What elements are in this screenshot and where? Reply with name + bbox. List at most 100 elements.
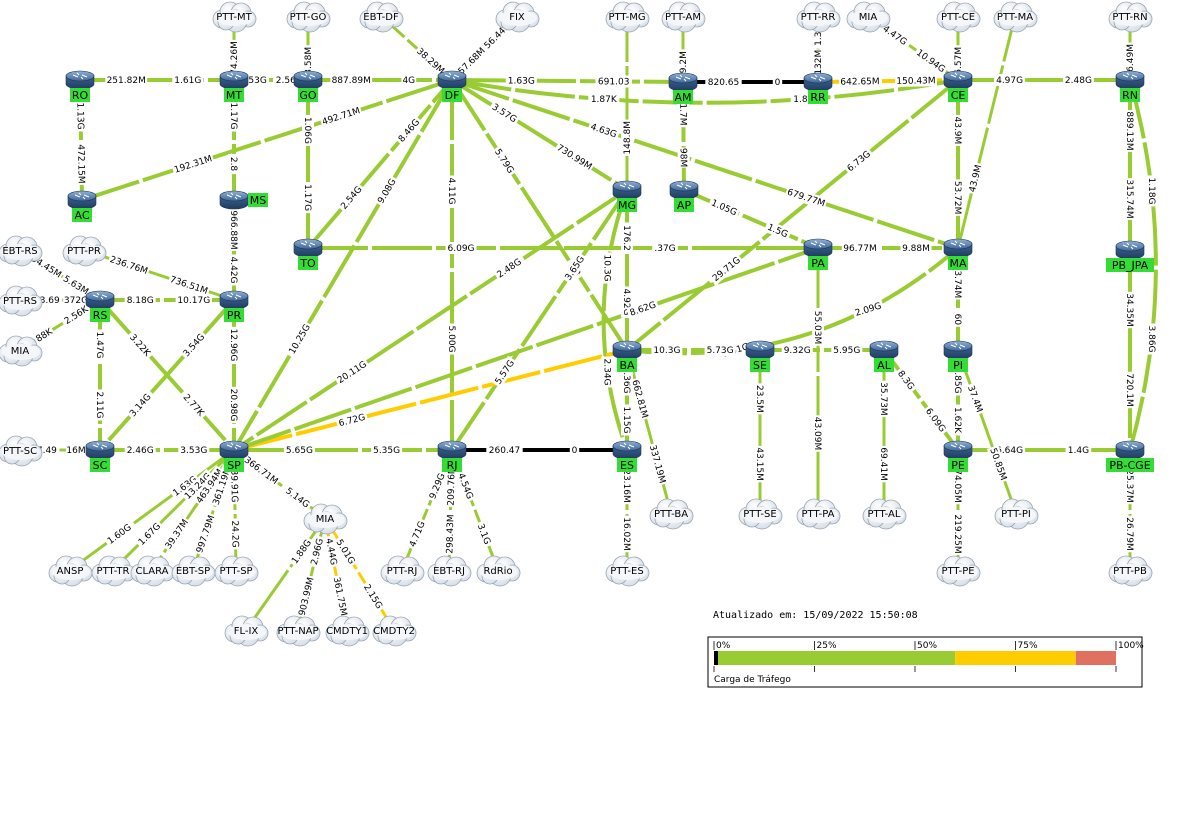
router-to[interactable]: TO (293, 238, 323, 270)
cloud-c-ebt-rj[interactable]: EBT-RJ (427, 555, 472, 587)
link-ac-df[interactable] (81, 78, 453, 202)
cloud-c-ptt-ce[interactable]: PTT-CE (936, 1, 981, 33)
cloud-c-ptt-ma[interactable]: PTT-MA (993, 1, 1038, 33)
router-label-text: MT (226, 89, 242, 102)
link-rn-pb-cge[interactable] (1128, 79, 1158, 451)
cloud-c-fix[interactable]: FIX (495, 1, 540, 33)
router-icon (745, 340, 775, 360)
cloud-c-ptt-pe[interactable]: PTT-PE (936, 555, 981, 587)
router-pi[interactable]: PI (943, 340, 973, 372)
cloud-c-ptt-mg[interactable]: PTT-MG (605, 1, 650, 33)
router-sp[interactable]: SP (219, 440, 249, 472)
cloud-c-ptt-sp[interactable]: PTT-SP (214, 555, 259, 587)
cloud-c-ptt-am[interactable]: PTT-AM (661, 1, 706, 33)
router-df[interactable]: DF (437, 70, 467, 102)
router-ac[interactable]: AC (67, 190, 97, 222)
cloud-c-ansp[interactable]: ANSP (48, 555, 93, 587)
link-df-ce[interactable] (451, 78, 959, 105)
link-label-bg (646, 442, 670, 486)
router-rs[interactable]: RS (85, 290, 115, 322)
cloud-c-ptt-nap[interactable]: PTT-NAP (276, 615, 321, 647)
router-se[interactable]: SE (745, 340, 775, 372)
cloud-c-rdrio[interactable]: RdRio (476, 555, 521, 587)
cloud-c-ptt-tr[interactable]: PTT-TR (91, 555, 136, 587)
cloud-icon (359, 1, 404, 33)
link-label-text: 0 (775, 78, 781, 88)
cloud-c-ebt-sp[interactable]: EBT-SP (171, 555, 216, 587)
router-ce[interactable]: CE (943, 70, 973, 102)
router-pa[interactable]: PA (803, 238, 833, 270)
router-pb-cge[interactable]: PB-CGE (1106, 440, 1154, 472)
link-df-mg[interactable] (450, 78, 629, 192)
cloud-c-ptt-pr[interactable]: PTT-PR (62, 235, 107, 267)
router-mg[interactable]: MG (612, 180, 642, 212)
router-ap[interactable]: AP (669, 180, 699, 212)
router-rj[interactable]: RJ (437, 440, 467, 472)
cloud-c-ptt-rn[interactable]: PTT-RN (1108, 1, 1153, 33)
cloud-c-ptt-rs[interactable]: PTT-RS (0, 285, 43, 317)
cloud-c-ptt-mt[interactable]: PTT-MT (212, 1, 257, 33)
cloud-c-clara[interactable]: CLARA (130, 555, 175, 587)
router-am[interactable]: AM (668, 72, 698, 104)
cloud-c-mia-rs[interactable]: MIA (0, 335, 43, 367)
link-ba-ma[interactable] (626, 246, 960, 356)
link-sp-ba[interactable] (233, 348, 628, 452)
link-mg-sp[interactable] (232, 188, 629, 452)
cloud-link-ba-c-ptt-ba[interactable] (625, 349, 673, 514)
link-label-text: 1.63G (508, 76, 535, 86)
cloud-c-flix[interactable]: FL-IX (224, 615, 269, 647)
router-ro[interactable]: RO (65, 70, 95, 102)
router-pb-jpa[interactable]: PB_JPA (1106, 240, 1154, 272)
cloud-c-ptt-ba[interactable]: PTT-BA (649, 498, 694, 530)
link-df-sp[interactable] (232, 78, 454, 452)
cloud-c-ptt-pb[interactable]: PTT-PB (1108, 555, 1153, 587)
router-pr[interactable]: PR (219, 290, 249, 322)
router-ma[interactable]: MA (943, 238, 973, 270)
link-df-ma[interactable] (451, 78, 959, 250)
link-df-am[interactable] (451, 78, 684, 84)
link-sp-pa[interactable] (233, 246, 819, 452)
cloud-c-ptt-pa[interactable]: PTT-PA (796, 498, 841, 530)
cloud-icon (936, 555, 981, 587)
router-rr[interactable]: RR (803, 72, 833, 104)
router-mt[interactable]: MT (219, 70, 249, 102)
cloud-c-ptt-rj[interactable]: PTT-RJ (380, 555, 425, 587)
link-pr-sc[interactable] (98, 298, 236, 452)
cloud-link-sp-c-ptt-tr[interactable] (111, 448, 236, 572)
link-al-pe[interactable] (882, 348, 960, 452)
cloud-c-ptt-pi[interactable]: PTT-PI (994, 498, 1039, 530)
router-sc[interactable]: SC (85, 440, 115, 472)
router-al[interactable]: AL (869, 340, 899, 372)
cloud-c-ptt-sc[interactable]: PTT-SC (0, 435, 43, 467)
router-ba[interactable]: BA (612, 340, 642, 372)
link-sc-sp-label-lb: 3.53G (178, 444, 210, 456)
cloud-c-cmdty1[interactable]: CMDTY1 (325, 615, 370, 647)
cloud-c-ebt-df[interactable]: EBT-DF (359, 1, 404, 33)
cloud-c-mia-sp[interactable]: MIA (303, 503, 348, 535)
cloud-link-ma-c-ptt-ma[interactable] (956, 15, 1017, 249)
router-go[interactable]: GO (293, 70, 323, 102)
cloud-link-pi-c-ptt-pi[interactable] (956, 349, 1018, 514)
cloud-c-mia-ce[interactable]: MIA (846, 1, 891, 33)
router-es[interactable]: ES (612, 440, 642, 472)
link-mg-es[interactable] (601, 189, 629, 451)
router-label-bg (224, 308, 244, 322)
cloud-c-ptt-al[interactable]: PTT-AL (862, 498, 907, 530)
cloud-c-ptt-go[interactable]: PTT-GO (286, 1, 331, 33)
cloud-c-ptt-es[interactable]: PTT-ES (605, 555, 650, 587)
cloud-c-cmdty2[interactable]: CMDTY2 (372, 615, 417, 647)
router-pe[interactable]: PE (943, 440, 973, 472)
cloud-c-ebt-rs[interactable]: EBT-RS (0, 235, 43, 267)
link-ap-pa[interactable] (683, 188, 819, 250)
link-mg-rj[interactable] (450, 188, 629, 452)
link-label-bg (178, 444, 210, 456)
link-rr-ce[interactable] (817, 78, 959, 84)
cloud-link-sp-c-ansp[interactable] (69, 448, 235, 572)
cloud-c-ptt-se[interactable]: PTT-SE (738, 498, 783, 530)
router-rn[interactable]: RN (1115, 70, 1145, 102)
cloud-c-ptt-rr[interactable]: PTT-RR (796, 1, 841, 33)
router-ms[interactable]: MS (219, 190, 268, 210)
link-ce-ba[interactable] (625, 78, 960, 352)
link-to-df[interactable] (306, 78, 454, 250)
link-df-ba[interactable] (450, 78, 629, 352)
